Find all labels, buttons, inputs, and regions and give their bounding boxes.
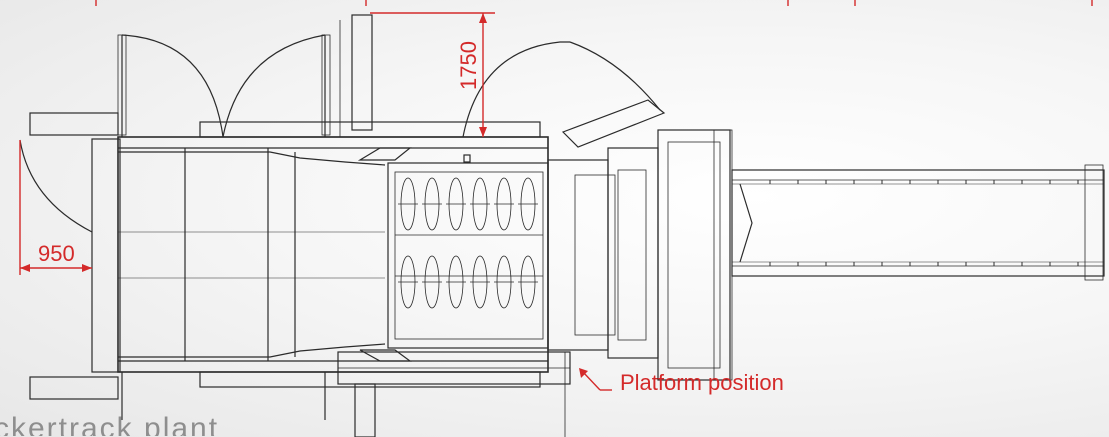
- top-panel-1-arc: [121, 34, 224, 138]
- hopper-corner-top: [357, 147, 412, 161]
- top-walkway: [199, 121, 541, 138]
- dimension-lines: [19, 0, 1093, 391]
- conveyor-tail: [1084, 164, 1104, 281]
- rear-end-plate: [91, 138, 121, 373]
- footer-cut-text: ckertrack plant: [0, 412, 220, 437]
- hopper-corner-bottom: [359, 349, 412, 362]
- conveyor-head-flange: [713, 129, 733, 381]
- drive-housing: [607, 147, 659, 359]
- platform-position-label: Platform position: [620, 370, 784, 395]
- drive-motor: [574, 174, 616, 336]
- top-side-arc: [462, 41, 570, 138]
- dim-1750-label: 1750: [456, 41, 481, 90]
- conveyor-head-inner: [667, 141, 721, 369]
- top-side-arc-2: [569, 41, 661, 111]
- screen-rollers: [398, 177, 538, 309]
- conveyor-head: [657, 129, 731, 381]
- top-hinge-1: [117, 34, 127, 136]
- platform-support: [354, 383, 376, 437]
- machine-linework: [19, 14, 1105, 437]
- top-extension-plate: [351, 14, 373, 131]
- platform-leader-arrow: [579, 368, 588, 378]
- platform-leader: [582, 371, 601, 391]
- left-bottom-outrigger: [29, 376, 119, 400]
- dim-950-arrow-right: [82, 264, 92, 272]
- conveyor-truss: [739, 183, 753, 263]
- bottom-walkway: [199, 371, 541, 388]
- conveyor-idlers: [769, 180, 1079, 266]
- top-hinge-2: [321, 34, 331, 136]
- drive-housing-inner: [617, 169, 647, 341]
- dim-1750-arrow-top: [479, 13, 487, 23]
- dim-950-label: 950: [38, 241, 75, 266]
- dim-1750-arrow-bottom: [479, 127, 487, 137]
- drive-section: [547, 159, 609, 351]
- rear-swing-arc: [19, 139, 93, 233]
- dim-950-arrow-left: [20, 264, 30, 272]
- deck-marker: [463, 154, 471, 163]
- discharge-conveyor: [731, 169, 1105, 277]
- hopper-outline-bottom: [118, 343, 386, 358]
- left-top-outrigger: [29, 112, 119, 136]
- lifted-cover: [561, 99, 666, 148]
- screen-deck: [387, 162, 549, 349]
- hopper-outline-top: [118, 151, 386, 166]
- screen-deck-inner: [394, 171, 544, 340]
- top-panel-2-arc: [222, 34, 326, 138]
